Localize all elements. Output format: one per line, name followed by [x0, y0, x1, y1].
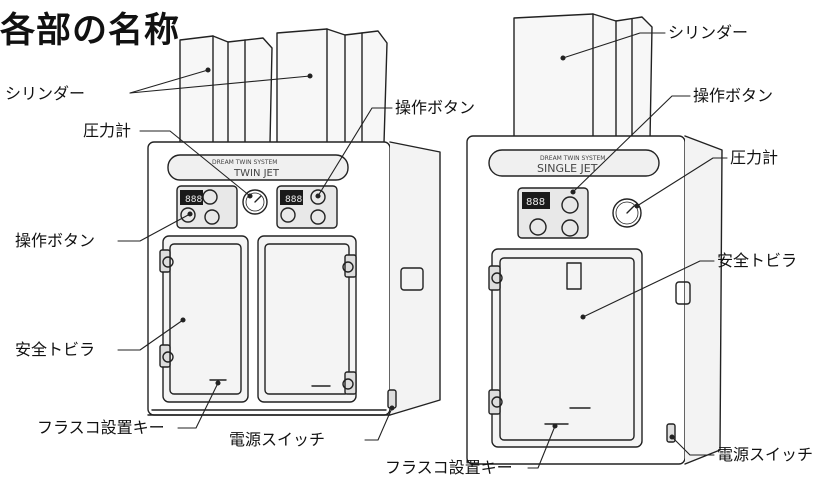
twin-control-panel-left	[176, 185, 238, 229]
label-twin-op-buttons-right: 操作ボタン	[395, 98, 476, 117]
twin-display-left: 888	[185, 195, 202, 205]
page-title: 各部の名称	[0, 11, 181, 51]
label-twin-flask-key: フラスコ設置キー	[37, 418, 165, 437]
single-display: 888	[526, 197, 545, 208]
label-single-cylinder: シリンダー	[668, 23, 749, 42]
twin-pressure-gauge	[242, 189, 268, 215]
label-single-safety-door: 安全トビラ	[717, 251, 798, 270]
single-brand-text: DREAM TWIN SYSTEM	[540, 155, 605, 162]
twin-model-text: TWIN JET	[233, 168, 280, 179]
twin-side-handle	[400, 267, 424, 291]
twin-nameplate	[167, 154, 349, 181]
label-single-flask-key: フラスコ設置キー	[385, 458, 513, 477]
twin-control-panel-right	[276, 185, 338, 229]
single-pressure-gauge	[612, 198, 642, 228]
twin-power-switch	[387, 389, 397, 409]
label-twin-op-buttons-left: 操作ボタン	[15, 231, 96, 250]
label-single-pressure-gauge: 圧力計	[730, 148, 779, 167]
single-side-handle	[675, 281, 691, 305]
label-twin-pressure-gauge: 圧力計	[83, 121, 132, 140]
single-cylinder	[513, 13, 653, 141]
twin-cylinder-left	[179, 35, 273, 144]
label-single-power-switch: 電源スイッチ	[717, 445, 814, 464]
twin-display-right: 888	[285, 195, 302, 205]
label-twin-cylinder: シリンダー	[5, 84, 86, 103]
twin-brand-text: DREAM TWIN SYSTEM	[212, 159, 277, 166]
single-safety-door	[488, 248, 643, 448]
single-nameplate	[488, 149, 660, 177]
twin-cylinder-right	[276, 28, 388, 144]
single-model-text: SINGLE JET	[537, 162, 598, 175]
label-twin-safety-door: 安全トビラ	[15, 340, 96, 359]
twin-safety-door-right	[257, 235, 357, 403]
label-twin-power-switch: 電源スイッチ	[229, 430, 326, 449]
single-control-panel	[517, 187, 589, 239]
single-jet-unit	[466, 13, 723, 465]
leader-lines	[117, 32, 728, 469]
twin-safety-door-left	[159, 235, 249, 403]
label-single-op-buttons: 操作ボタン	[693, 86, 774, 105]
twin-jet-unit	[147, 28, 441, 416]
